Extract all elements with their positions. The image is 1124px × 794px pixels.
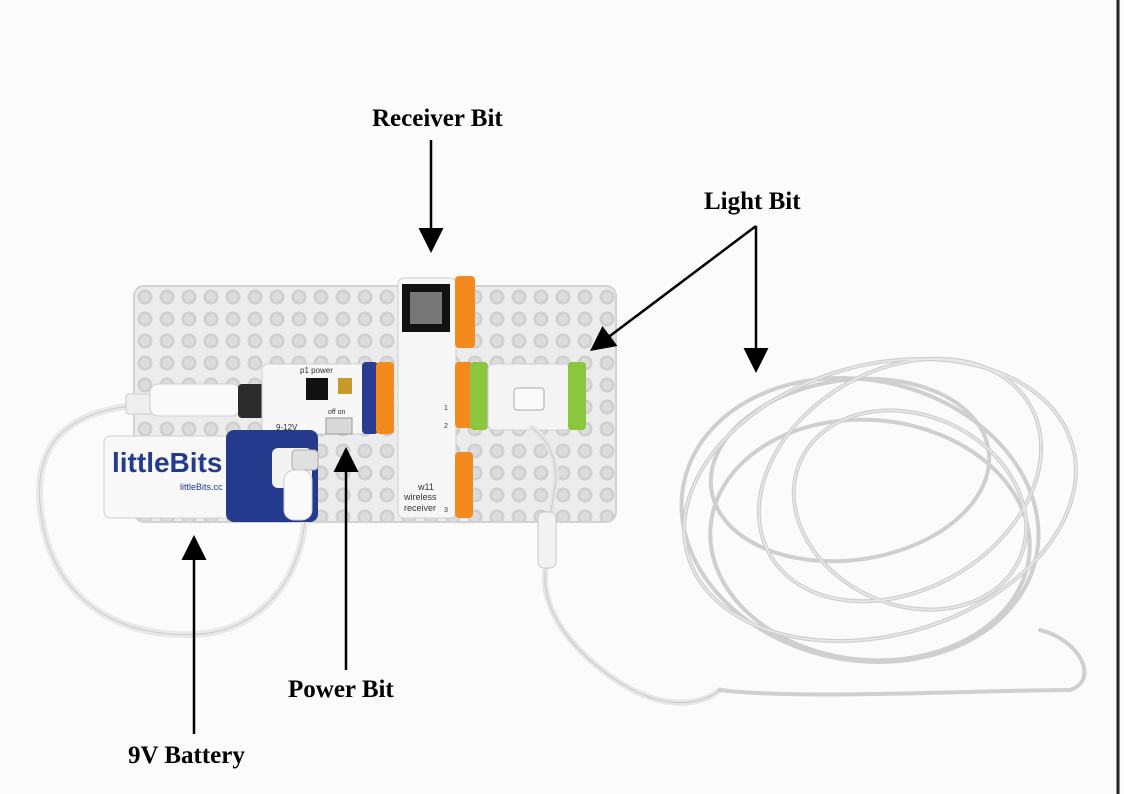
power-bit-switch: off on <box>328 409 345 416</box>
light-bit <box>470 362 586 431</box>
nine-volt-battery: littleBits littleBits.cc <box>103 430 319 522</box>
power-bit-label: Power Bit <box>288 676 394 703</box>
receiver-bit-label: Receiver Bit <box>372 105 503 132</box>
battery-brand-text: littleBits <box>112 447 222 478</box>
light-plug <box>537 511 557 569</box>
receiver-bit-sub1: wireless <box>403 492 437 502</box>
receiver-bit-sub2: receiver <box>404 503 436 513</box>
receiver-pin-3: 3 <box>444 507 448 514</box>
battery-url-text: littleBits.cc <box>180 482 223 492</box>
receiver-pin-1: 1 <box>444 405 448 412</box>
power-bit-name: p1 power <box>300 366 333 375</box>
power-bit-voltage: 9-12V <box>276 423 298 432</box>
light-bit-label: Light Bit <box>704 188 801 215</box>
barrel-plug <box>125 383 268 418</box>
receiver-bit-name: w11 <box>417 482 434 492</box>
light-arrow-to-bit <box>590 225 757 352</box>
callout-arrows <box>181 140 769 734</box>
power-bit: p1 power 9-12V off on <box>261 362 394 435</box>
receiver-bit: 1 2 3 w11 wireless receiver <box>397 276 475 519</box>
receiver-pin-2: 2 <box>444 423 448 430</box>
battery-label: 9V Battery <box>128 742 245 769</box>
light-tube-coil <box>679 356 1087 697</box>
